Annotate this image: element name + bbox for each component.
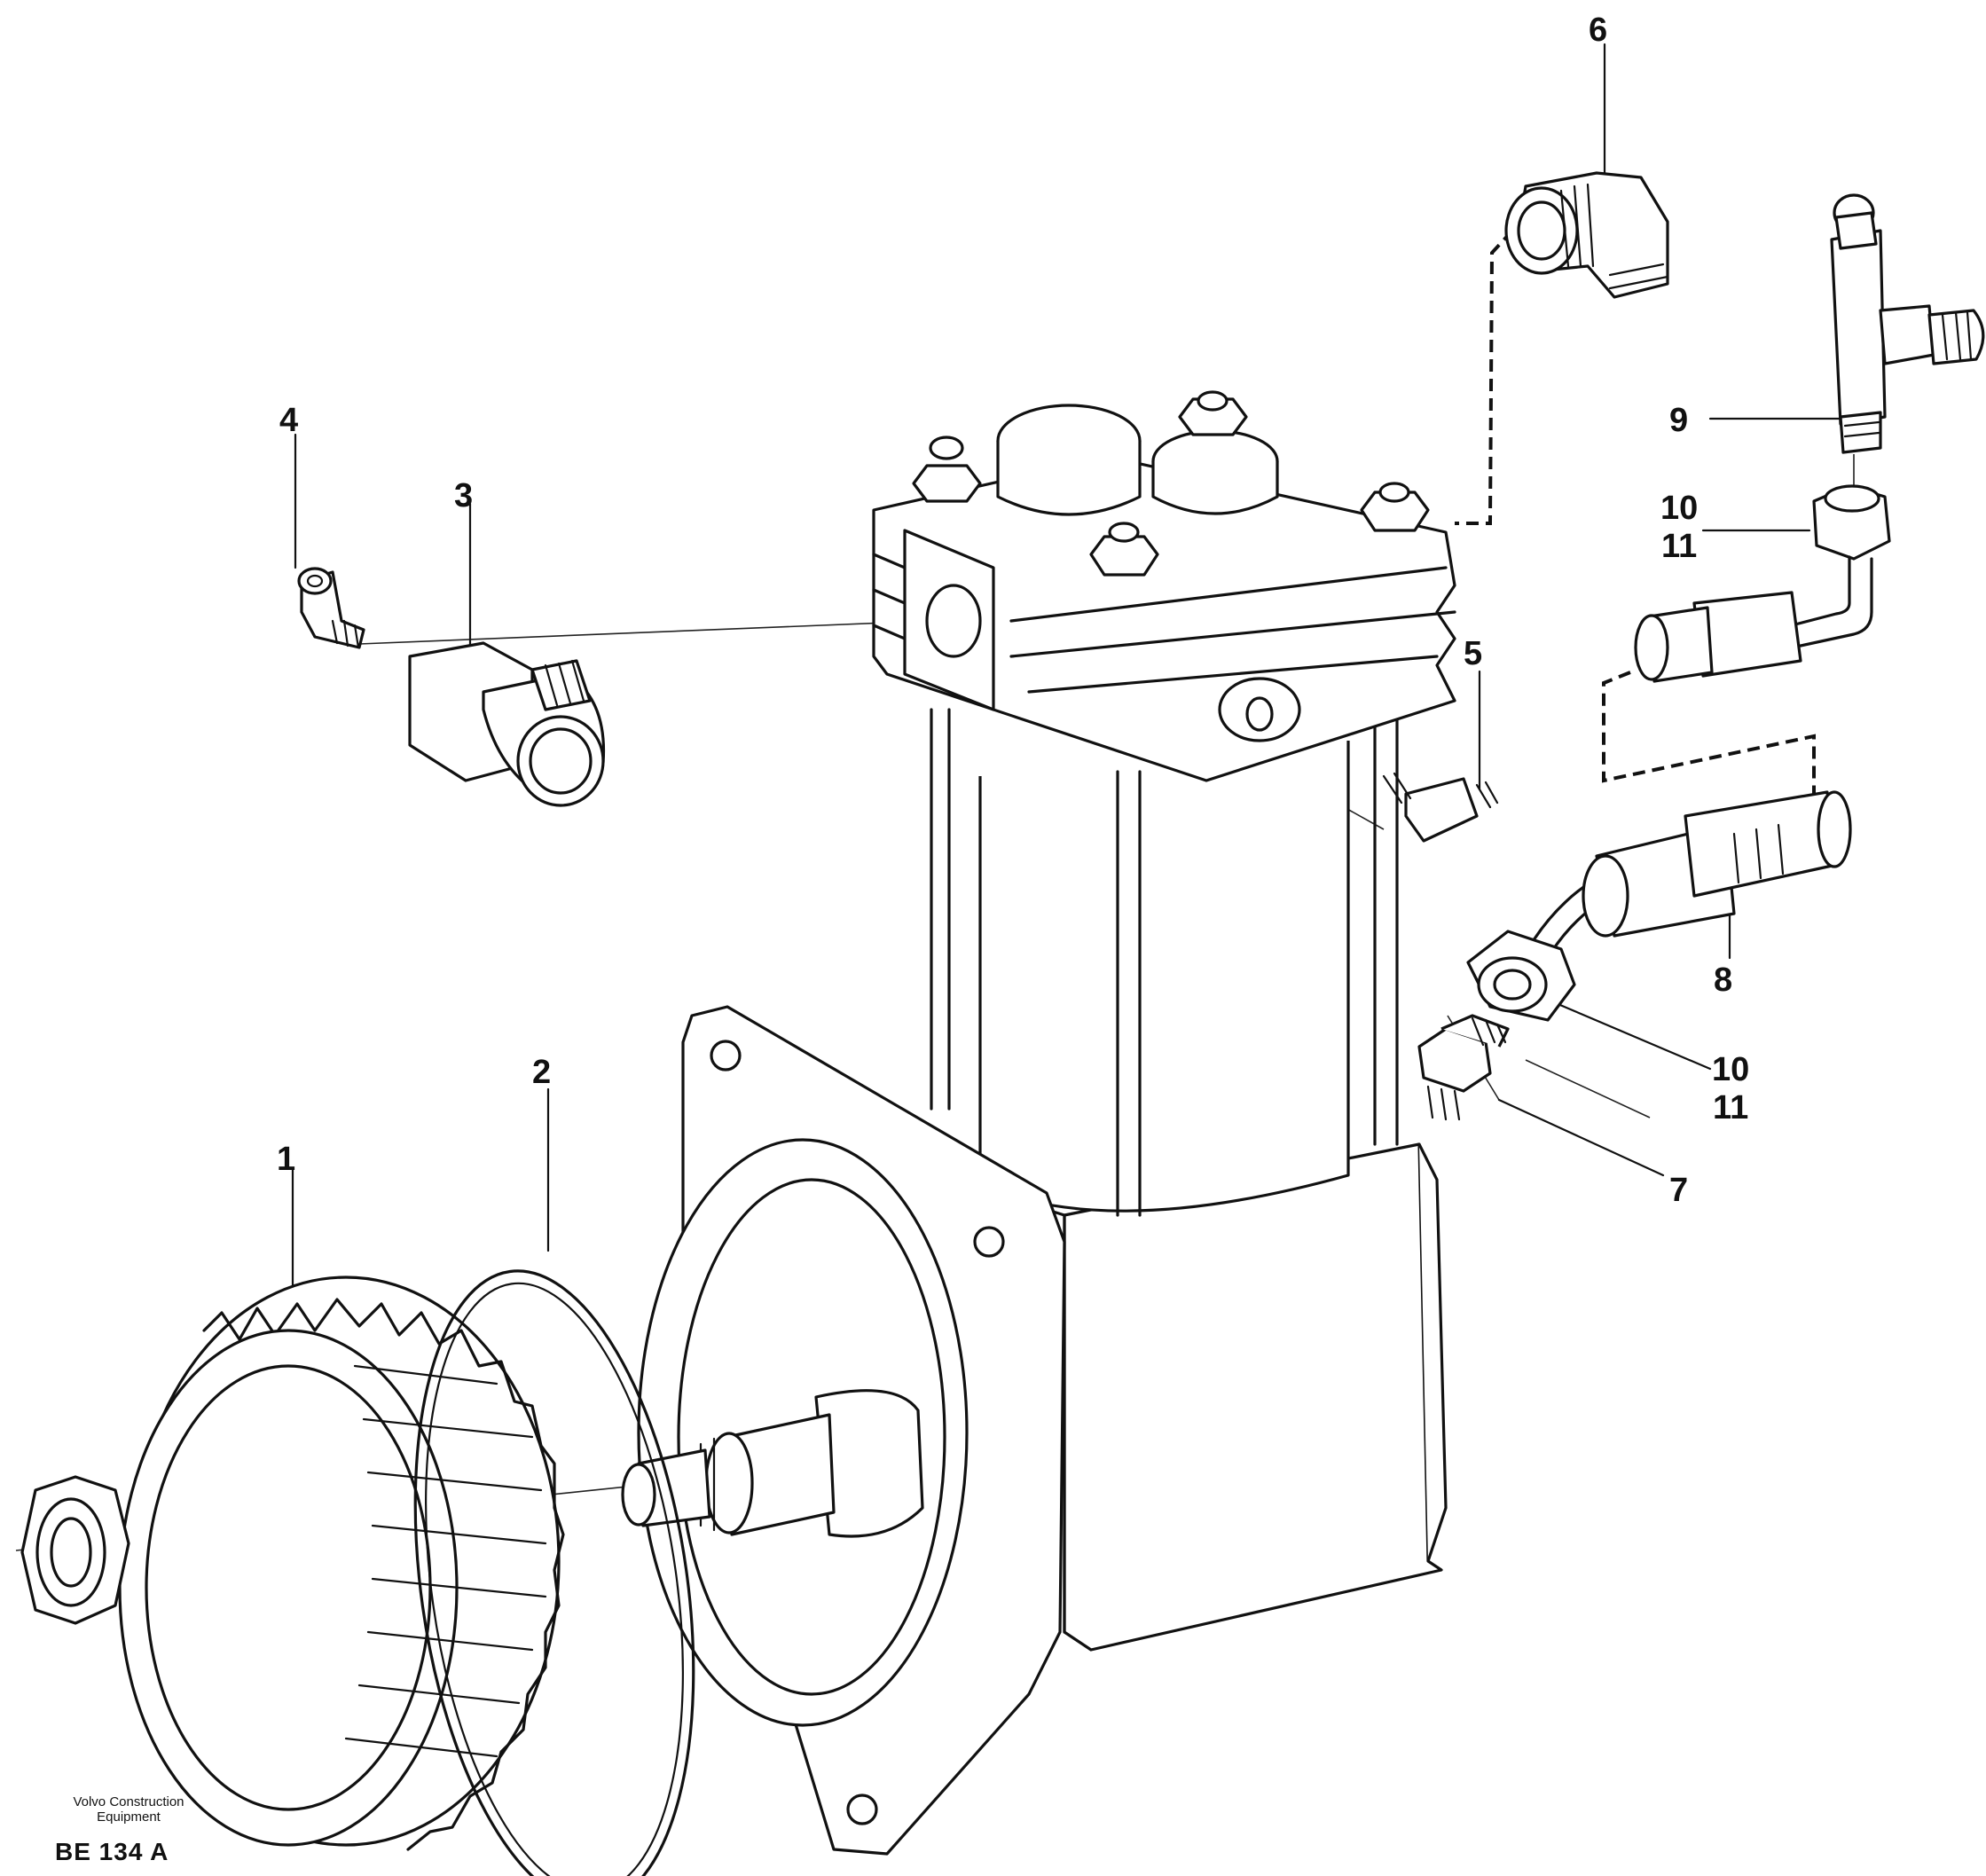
- part-9-tee: [1830, 193, 1985, 454]
- callout-9: 9: [1669, 402, 1689, 439]
- callout-1: 1: [277, 1141, 296, 1178]
- callout-10-bottom: 10: [1712, 1051, 1750, 1088]
- compressor-body: [621, 390, 1456, 1856]
- callout-6: 6: [1589, 12, 1608, 49]
- footer-brand: Volvo Construction Equipment: [49, 1794, 208, 1825]
- part-10-11-nut-upper: [1634, 484, 1891, 683]
- callout-4: 4: [279, 402, 299, 439]
- callout-11-top: 11: [1661, 527, 1698, 565]
- drawing-code: BE 134 A: [55, 1838, 169, 1865]
- footer-brand-line2: Equipment: [97, 1809, 161, 1825]
- callout-10-top: 10: [1660, 490, 1699, 527]
- callout-2: 2: [532, 1054, 552, 1091]
- callout-leaders: [291, 43, 1842, 1359]
- part-10-11-nut-lower: [1466, 930, 1576, 1022]
- part-8-pipe: [1506, 790, 1852, 995]
- part-6-upper-elbow: [1504, 171, 1669, 299]
- part-1-gear: [118, 1276, 565, 1851]
- callout-7: 7: [1669, 1172, 1689, 1209]
- part-4-small-elbow: [297, 567, 365, 649]
- callout-10-11-top: 10 11: [1660, 490, 1698, 565]
- shaft-nut: [20, 1475, 130, 1625]
- part-2-seal-ring: [413, 1269, 695, 1876]
- head-bolts: [912, 390, 1430, 577]
- part-5-plug: [1382, 772, 1499, 843]
- callout-3: 3: [454, 477, 474, 514]
- part-7-union: [1417, 1014, 1510, 1121]
- footer-brand-line1: Volvo Construction: [73, 1794, 184, 1809]
- callout-11-bottom: 11: [1713, 1088, 1749, 1126]
- part-3-elbow-fitting: [408, 641, 606, 807]
- callout-10-11-bottom: 10 11: [1712, 1051, 1749, 1126]
- callout-8: 8: [1714, 962, 1733, 999]
- callout-5: 5: [1464, 635, 1483, 672]
